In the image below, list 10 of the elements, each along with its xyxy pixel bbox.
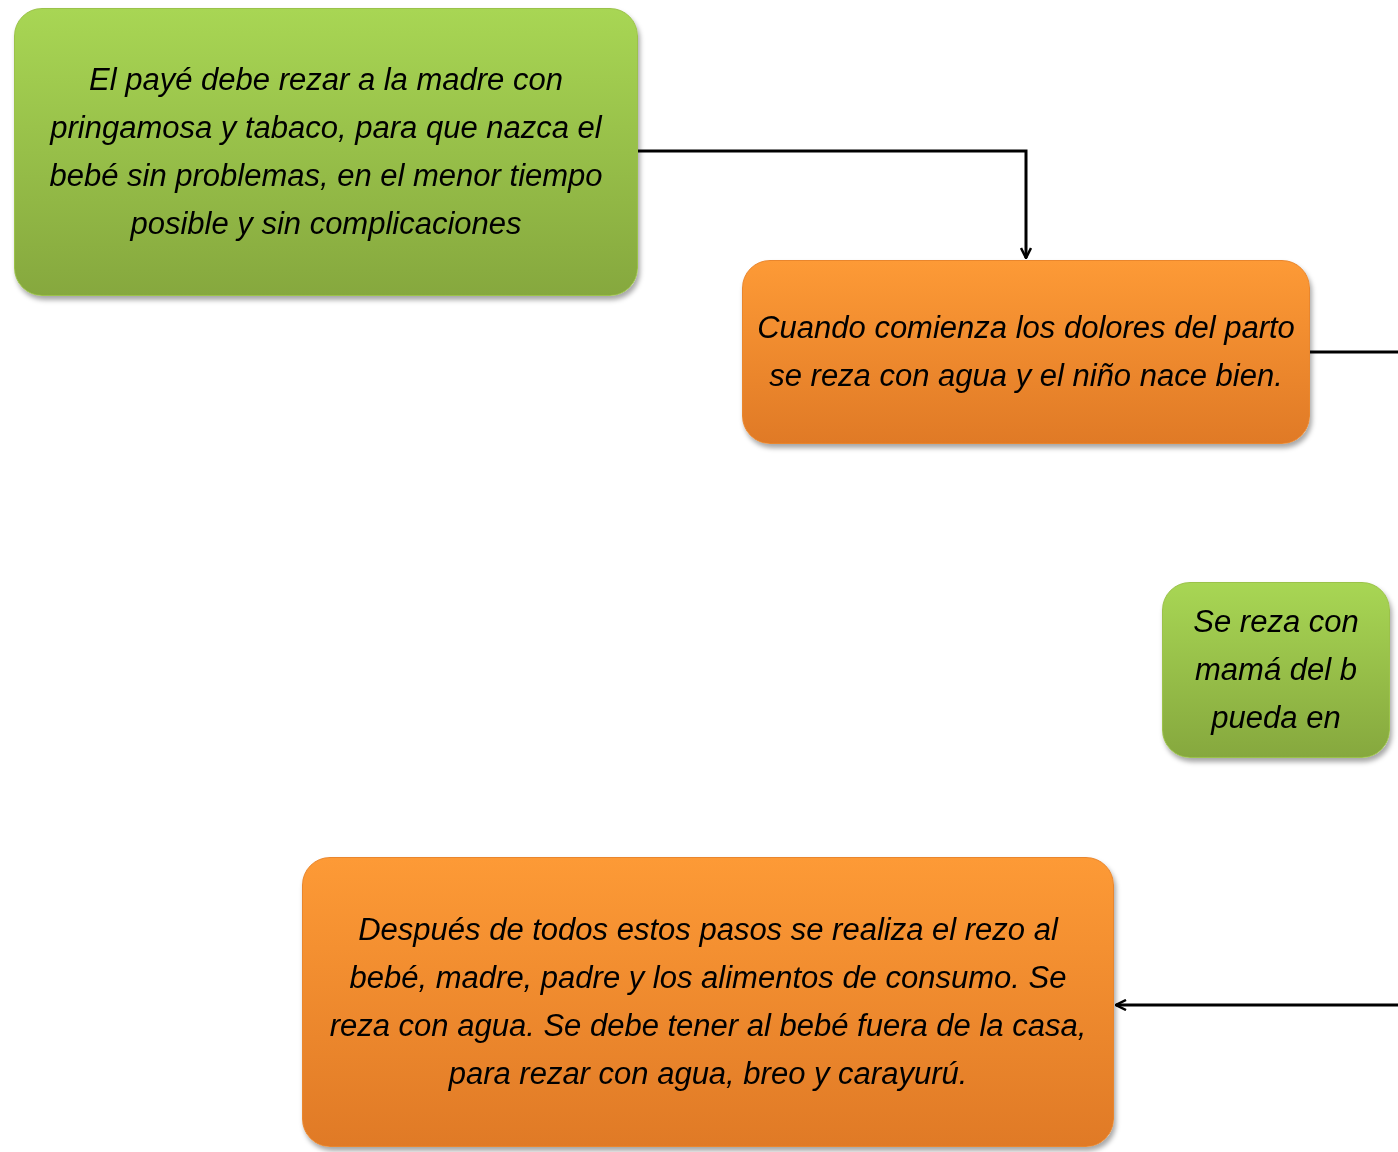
box-text: El payé debe rezar a la madre con pringamosa y tabaco, para que nazca el bebé sin problemas, en el menor tiempo posible y sin complicaciones <box>48 60 604 244</box>
process-box <box>14 8 638 296</box>
arrow <box>1114 998 1398 1012</box>
process-box <box>742 260 1310 444</box>
process-box <box>302 857 1114 1147</box>
box-text: Cuando comienza los dolores del parto se reza con agua y el niño nace bien. <box>757 308 1295 395</box>
box-text: Se reza con mamá del b pueda en <box>1192 602 1360 737</box>
process-box <box>1162 582 1390 758</box>
arrow <box>638 149 1033 260</box>
box-text: Después de todos estos pasos se realiza el rezo al bebé, madre, padre y los alimentos de consumo. Se reza con agua. Se debe tener al bebé fuera de la casa, para rezar con agua, breo y carayurú. <box>328 910 1088 1094</box>
